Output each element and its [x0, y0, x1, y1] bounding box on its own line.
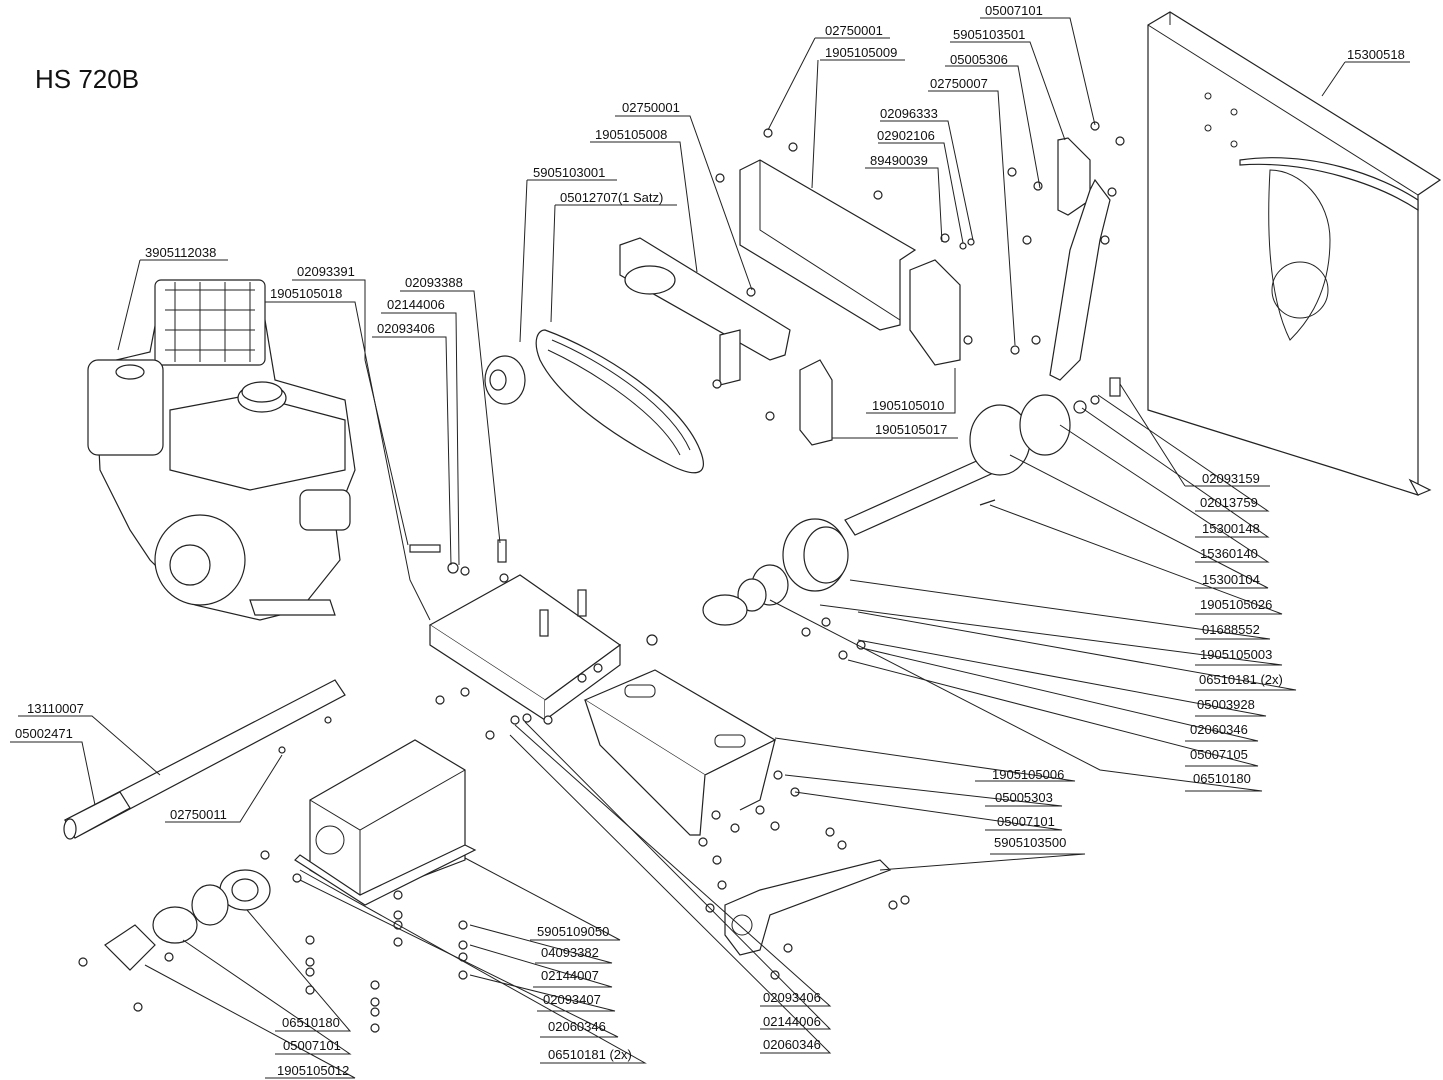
callout-label: 89490039	[870, 153, 928, 168]
callout-label: 1905105010	[872, 398, 944, 413]
support-arm	[724, 859, 892, 956]
callout-label: 02013759	[1200, 495, 1258, 510]
callout-label: 02144006	[763, 1014, 821, 1029]
callout-label: 06510181 (2x)	[548, 1047, 632, 1062]
callout-label: 05012707(1 Satz)	[560, 190, 663, 205]
callout-label: 15360140	[1200, 546, 1258, 561]
callout-label: 02093406	[377, 321, 435, 336]
callout-label: 1905105018	[270, 286, 342, 301]
callout-label: 5905109050	[537, 924, 609, 939]
callout-label: 02093391	[297, 264, 355, 279]
callout-label: 15300518	[1347, 47, 1405, 62]
callout-label: 02144006	[387, 297, 445, 312]
diagram-title: HS 720B	[35, 64, 140, 94]
callout-label: 05007101	[997, 814, 1055, 829]
callout-label: 04093382	[541, 945, 599, 960]
callout-label: 02060346	[763, 1037, 821, 1052]
callout-label: 02096333	[880, 106, 938, 121]
engine-base-plate	[409, 539, 622, 722]
callout-label: 05007105	[1190, 747, 1248, 762]
callout-label: 1905105012	[277, 1063, 349, 1078]
belt-pulley-small	[484, 355, 526, 405]
callout-label: 15300104	[1202, 572, 1260, 587]
leader-lines	[10, 17, 1410, 1079]
cover-panel	[1147, 11, 1442, 496]
callout-label: 06510180	[282, 1015, 340, 1030]
callout-label: 15300148	[1202, 521, 1260, 536]
callout-label: 06510181 (2x)	[1199, 672, 1283, 687]
channel-bracket	[739, 159, 961, 446]
callout-label: 05002471	[15, 726, 73, 741]
side-bracket	[1049, 137, 1111, 381]
callout-label: 05003928	[1197, 697, 1255, 712]
callout-label: 02750001	[825, 23, 883, 38]
callout-label: 05005306	[950, 52, 1008, 67]
callout-label: 3905112038	[145, 245, 216, 260]
callout-label: 02093406	[763, 990, 821, 1005]
callout-label: 02060346	[548, 1019, 606, 1034]
callout-label: 1905105026	[1200, 597, 1272, 612]
callout-label: 1905105017	[875, 422, 947, 437]
callout-label: 02093407	[543, 992, 601, 1007]
callout-label: 13110007	[27, 701, 84, 716]
callout-label: 02902106	[877, 128, 935, 143]
callout-label: 5905103501	[953, 27, 1025, 42]
callout-label: 05007101	[283, 1038, 341, 1053]
callout-label: 05005303	[995, 790, 1053, 805]
callout-label: 06510180	[1193, 771, 1251, 786]
large-pulley	[702, 518, 849, 626]
callout-label: 01688552	[1202, 622, 1260, 637]
callout-label: 1905105009	[825, 45, 897, 60]
callout-label: 1905105006	[992, 767, 1064, 782]
callout-label: 02093388	[405, 275, 463, 290]
callout-label: 5905103500	[994, 835, 1066, 850]
callout-label: 02144007	[541, 968, 599, 983]
belt-guard-plate	[619, 237, 791, 386]
callout-label: 02750011	[170, 807, 227, 822]
flange-bearing-lower	[104, 869, 271, 971]
handle-tube	[63, 679, 346, 840]
engine	[87, 279, 356, 621]
callout-label: 05007101	[985, 3, 1043, 18]
callout-label: 1905105003	[1200, 647, 1272, 662]
callout-label: 02060346	[1190, 722, 1248, 737]
callout-label: 02093159	[1202, 471, 1260, 486]
callout-label: 5905103001	[533, 165, 605, 180]
callout-label: 02750007	[930, 76, 988, 91]
callout-label: 02750001	[622, 100, 680, 115]
lower-mount-bracket	[583, 669, 777, 836]
callout-labels: 05007101 5905103501 05005306 02750007 02…	[15, 3, 1405, 1078]
v-belt	[535, 329, 704, 474]
bearing-housing-box	[294, 739, 477, 906]
callout-label: 1905105008	[595, 127, 667, 142]
